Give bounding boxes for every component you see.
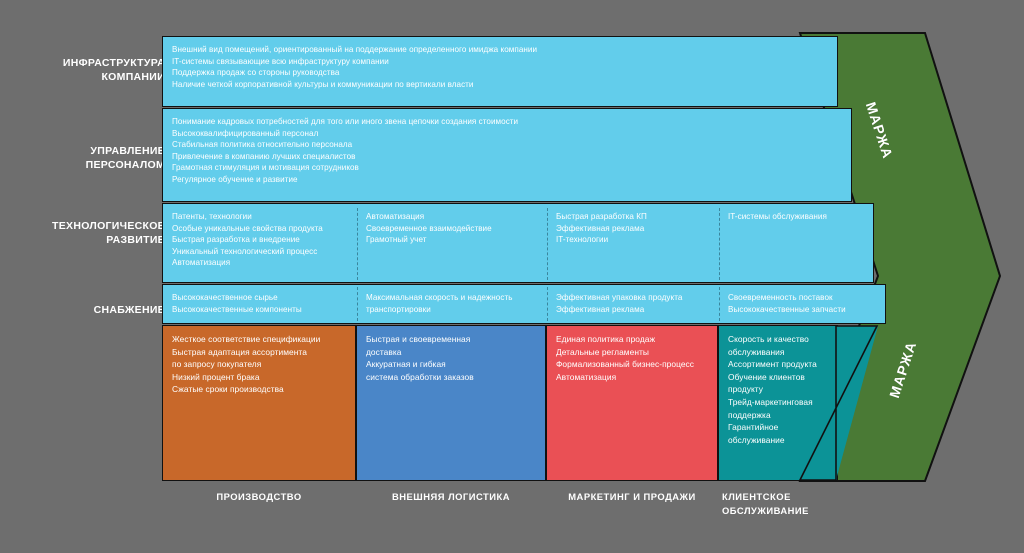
text-line: Эффективная реклама bbox=[556, 304, 645, 314]
text-line: Патенты, технологии bbox=[172, 212, 252, 221]
text-line: обслуживание bbox=[728, 434, 785, 445]
text-line: Своевременное взаимодействие bbox=[366, 223, 492, 233]
text-line: Детальные регламенты bbox=[556, 346, 649, 357]
support-row-infrastructure: Внешний вид помещений, ориентированный н… bbox=[162, 36, 838, 107]
text-line: Быстрая разработка и внедрение bbox=[172, 235, 300, 245]
text-line: Формализованный бизнес-процесс bbox=[556, 359, 695, 370]
divider-procurement-2 bbox=[547, 287, 548, 321]
text-line: доставка bbox=[366, 346, 402, 357]
text-line: Уникальный технологический процесс bbox=[172, 246, 318, 256]
support-row-infrastructure-text: Внешний вид помещений, ориентированный н… bbox=[163, 37, 837, 90]
divider-procurement-3 bbox=[719, 287, 720, 321]
text-line: Максимальная скорость и надежность bbox=[366, 293, 513, 302]
text-line: транспортировки bbox=[366, 304, 431, 314]
text-line: Высококачественные компоненты bbox=[172, 304, 302, 314]
text-line: Внешний вид помещений, ориентированный н… bbox=[172, 45, 538, 54]
text-line: Грамотная стимуляция и мотивация сотрудн… bbox=[172, 163, 359, 173]
text-line: Гарантийное bbox=[728, 422, 779, 433]
row-label-procurement: СНАБЖЕНИЕ bbox=[93, 304, 165, 316]
row-label-technology: ТЕХНОЛОГИЧЕСКОЕ РАЗВИТИЕ bbox=[52, 220, 165, 246]
row-label-infrastructure: ИНФРАСТРУКТУРА КОМПАНИИ bbox=[62, 57, 165, 83]
text-line: Трейд-маркетинговая bbox=[728, 396, 813, 407]
text-line: Наличие четкой корпоративной культуры и … bbox=[172, 79, 474, 89]
divider-technology-2 bbox=[547, 208, 548, 280]
text-line: Грамотный учет bbox=[366, 235, 427, 245]
row-label-hr: УПРАВЛЕНИЕ ПЕРСОНАЛОМ bbox=[85, 145, 165, 171]
text-line: обслуживания bbox=[728, 346, 785, 357]
text-line: Низкий процент брака bbox=[172, 371, 260, 382]
text-line: Быстрая и своевременная bbox=[366, 334, 471, 344]
text-line: Аккуратная и гибкая bbox=[366, 359, 446, 370]
text-line: Автоматизация bbox=[556, 371, 617, 382]
divider-technology-1 bbox=[357, 208, 358, 280]
text-line: Поддержка продаж со стороны руководства bbox=[172, 68, 340, 78]
text-line: IT-технологии bbox=[556, 235, 609, 245]
text-line: Сжатые сроки производства bbox=[172, 384, 284, 395]
text-line: Высококачественное сырье bbox=[172, 293, 278, 302]
text-line: Эффективная упаковка продукта bbox=[556, 293, 683, 302]
text-line: IT-системы связывающие всю инфраструктур… bbox=[172, 56, 389, 66]
text-line: Эффективная реклама bbox=[556, 223, 645, 233]
support-row-hr: Понимание кадровых потребностей для того… bbox=[162, 108, 852, 202]
axis-label-production: ПРОИЗВОДСТВО bbox=[216, 491, 302, 502]
text-line: Обучение клиентов продукту bbox=[728, 371, 805, 395]
text-line: Автоматизация bbox=[366, 212, 425, 221]
text-line: по запросу покупателя bbox=[172, 359, 262, 370]
text-line: Скорость и качество bbox=[728, 334, 809, 344]
text-line: Своевременность поставок bbox=[728, 293, 833, 302]
axis-label-logistics: ВНЕШНЯЯ ЛОГИСТИКА bbox=[392, 491, 510, 502]
axis-label-service: КЛИЕНТСКОЕ ОБСЛУЖИВАНИЕ bbox=[722, 491, 809, 516]
text-line: Регулярное обучение и развитие bbox=[172, 174, 298, 184]
axis-label-marketing: МАРКЕТИНГ И ПРОДАЖИ bbox=[568, 491, 696, 502]
support-row-hr-text: Понимание кадровых потребностей для того… bbox=[163, 109, 851, 186]
text-line: Быстрая разработка КП bbox=[556, 212, 647, 221]
text-line: Высококачественные запчасти bbox=[728, 304, 846, 314]
support-cell-technology-service: IT-системы обслуживания bbox=[719, 204, 873, 282]
text-line: Понимание кадровых потребностей для того… bbox=[172, 117, 519, 126]
text-line: система обработки заказов bbox=[366, 371, 474, 382]
text-line: Жесткое соответствие спецификации bbox=[172, 334, 321, 344]
text-line: Высококвалифицированный персонал bbox=[172, 128, 319, 138]
text-line: Особые уникальные свойства продукта bbox=[172, 223, 323, 233]
text-line: Стабильная политика относительно персона… bbox=[172, 140, 353, 150]
text-line: Автоматизация bbox=[172, 258, 231, 268]
text-line: IT-системы обслуживания bbox=[728, 212, 827, 221]
divider-procurement-1 bbox=[357, 287, 358, 321]
support-cell-technology-marketing: Быстрая разработка КП Эффективная реклама… bbox=[547, 204, 719, 282]
text-line: Ассортимент продукта bbox=[728, 359, 817, 370]
text-line: Привлечение в компанию лучших специалист… bbox=[172, 151, 356, 161]
text-line: поддержка bbox=[728, 409, 771, 420]
support-cell-procurement-logistics: Максимальная скорость и надежность трансп… bbox=[357, 285, 547, 323]
text-line: Единая политика продаж bbox=[556, 334, 656, 344]
divider-technology-3 bbox=[719, 208, 720, 280]
text-line: Быстрая адаптация ассортимента bbox=[172, 346, 307, 357]
